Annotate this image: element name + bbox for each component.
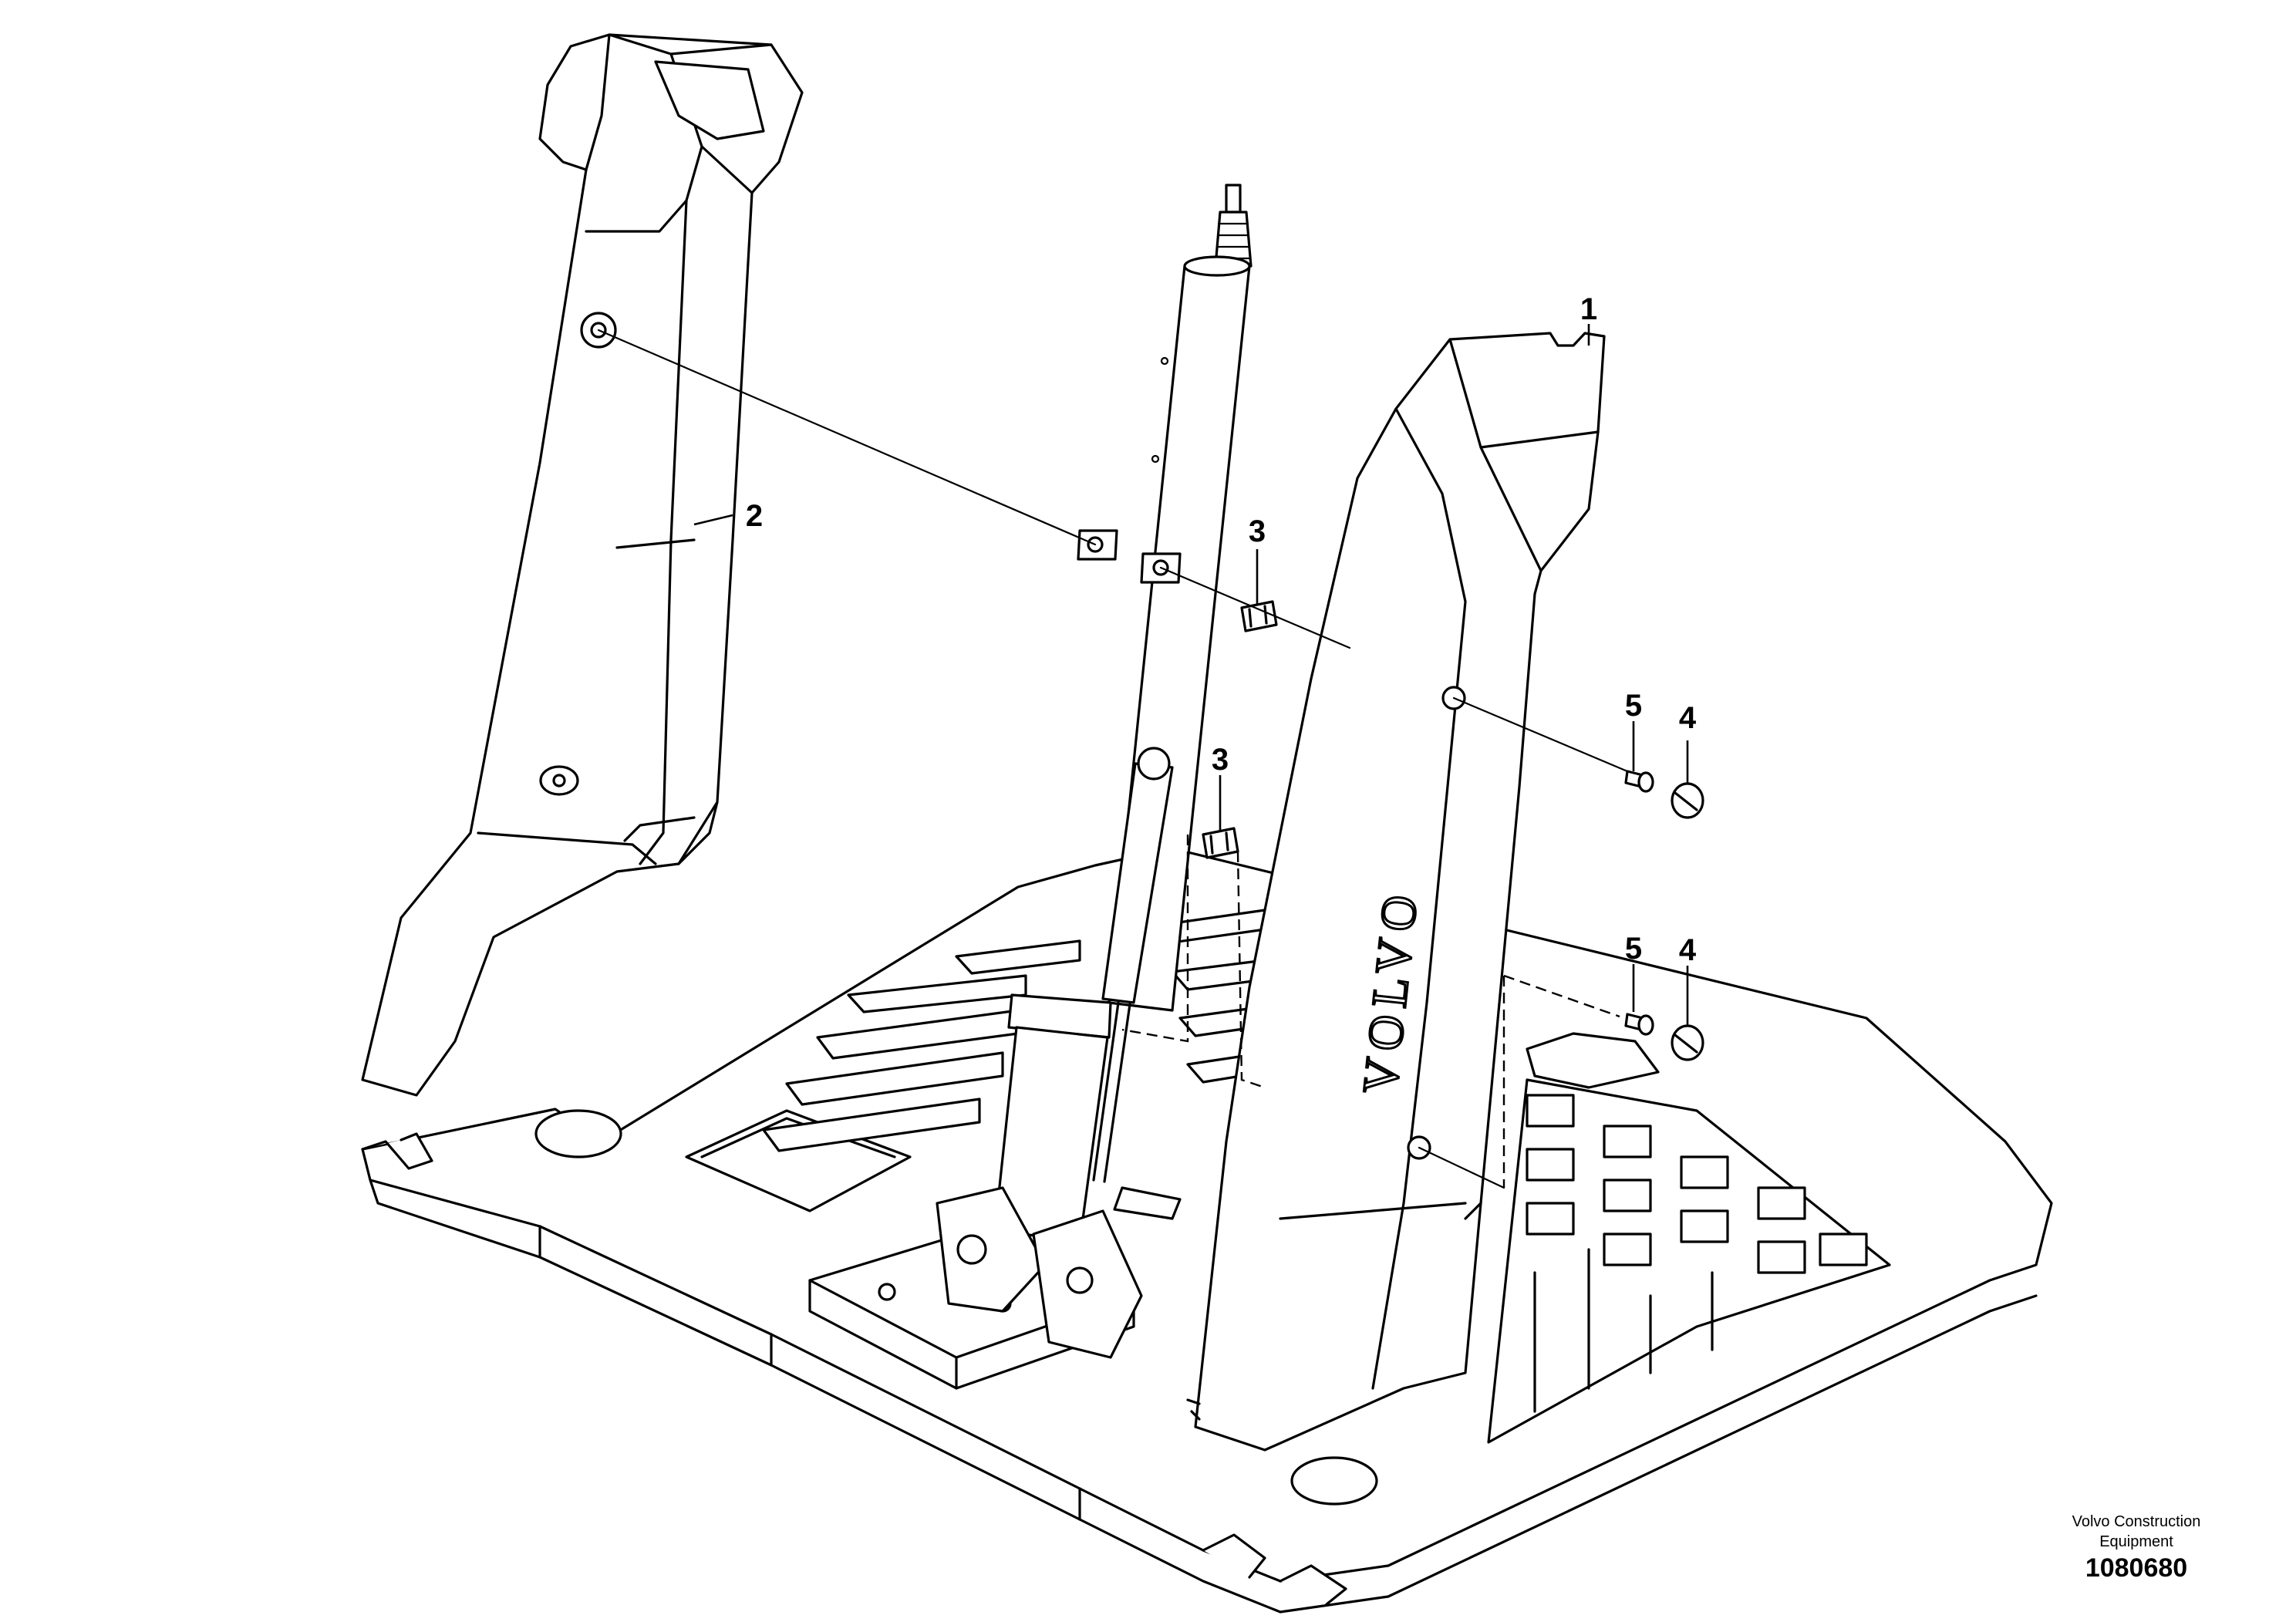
left-column-panel	[361, 33, 804, 1097]
company-name-line2: Equipment	[2099, 1533, 2173, 1550]
callout-leaders	[693, 324, 1689, 1026]
clip-upper	[1240, 600, 1278, 632]
callout-1: 1	[1580, 292, 1597, 326]
clip-lower	[1202, 827, 1239, 859]
cap-lower	[1671, 1024, 1704, 1061]
floor-plate	[361, 847, 2053, 1614]
company-name-line1: Volvo Construction	[2072, 1513, 2201, 1530]
screw-upper	[1624, 770, 1654, 793]
screw-lower	[1624, 1013, 1654, 1036]
callout-2: 2	[746, 499, 763, 533]
company-name: Volvo Construction Equipment	[2021, 1512, 2252, 1552]
callout-5-upper: 5	[1625, 689, 1642, 723]
right-column-panel: VOLVO	[1186, 332, 1606, 1452]
callout-5-lower: 5	[1625, 932, 1642, 966]
steering-column	[936, 184, 1253, 1359]
drawing-number: 1080680	[2085, 1553, 2188, 1583]
callout-3-lower: 3	[1212, 743, 1229, 777]
callout-4-lower: 4	[1679, 933, 1697, 967]
callout-3-upper: 3	[1249, 514, 1266, 548]
cap-upper	[1671, 782, 1704, 819]
callout-4-upper: 4	[1679, 701, 1697, 735]
assembly-lines	[597, 329, 1629, 1189]
